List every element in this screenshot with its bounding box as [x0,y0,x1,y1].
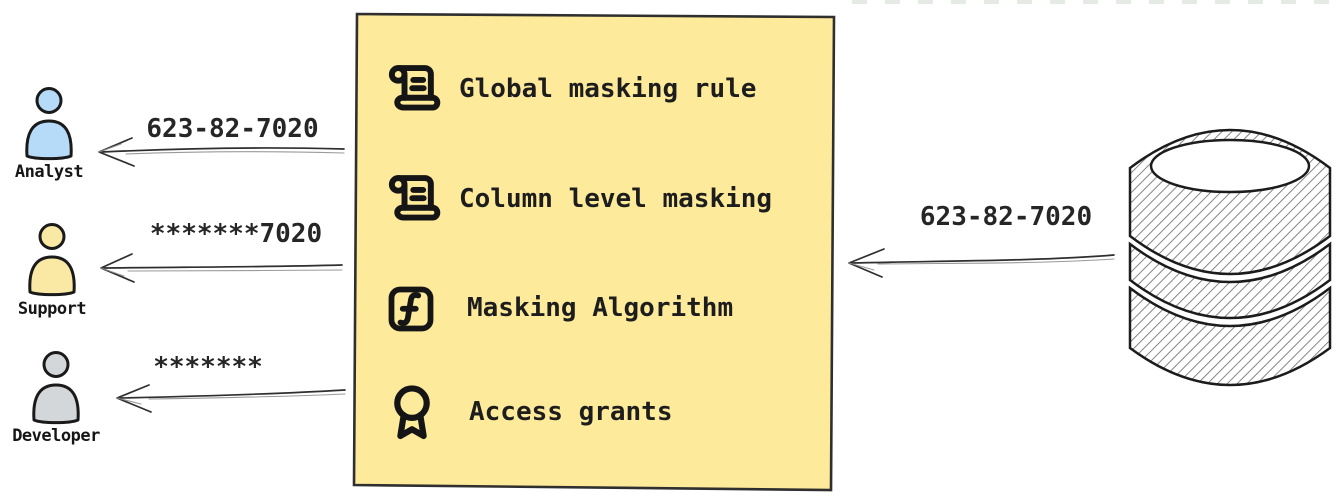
masked-value-analyst: 623-82-7020 [146,114,319,144]
masking-box [352,12,836,492]
actor-label-support: Support [17,299,87,319]
scroll-icon [388,65,441,111]
arrow-to-analyst [98,137,345,167]
support-person-icon [28,223,76,297]
arrow-to-developer [116,384,346,413]
masking-box-item-label: Access grants [469,397,673,427]
database-icon [1128,128,1332,387]
actor-label-developer: Developer [12,426,100,446]
masking-box-item-label: Masking Algorithm [467,293,734,323]
actor-label-analyst: Analyst [14,162,84,182]
masking-box-item: Masking Algorithm [381,277,733,341]
developer-person-icon [32,351,80,425]
masked-value-support: *******7020 [149,219,323,249]
masking-box-item: Column level masking [381,168,772,232]
function-icon [388,286,434,332]
arrow-to-support [100,253,343,283]
masking-box-item: Access grants [381,381,673,445]
masking-box-item-label: Global masking rule [459,74,757,104]
masking-box-rows: Global masking rule Column level masking [351,8,839,496]
arrow-from-database [848,248,1115,278]
raw-value-from-database: 623-82-7020 [919,202,1093,232]
dashed-guide-line [852,0,1340,4]
scroll-icon [388,175,441,221]
award-icon [394,385,430,440]
masking-box-item-label: Column level masking [459,184,773,214]
analyst-person-icon [25,87,73,161]
masked-value-developer: ******* [153,352,263,382]
masking-box-item: Global masking rule [381,58,756,122]
